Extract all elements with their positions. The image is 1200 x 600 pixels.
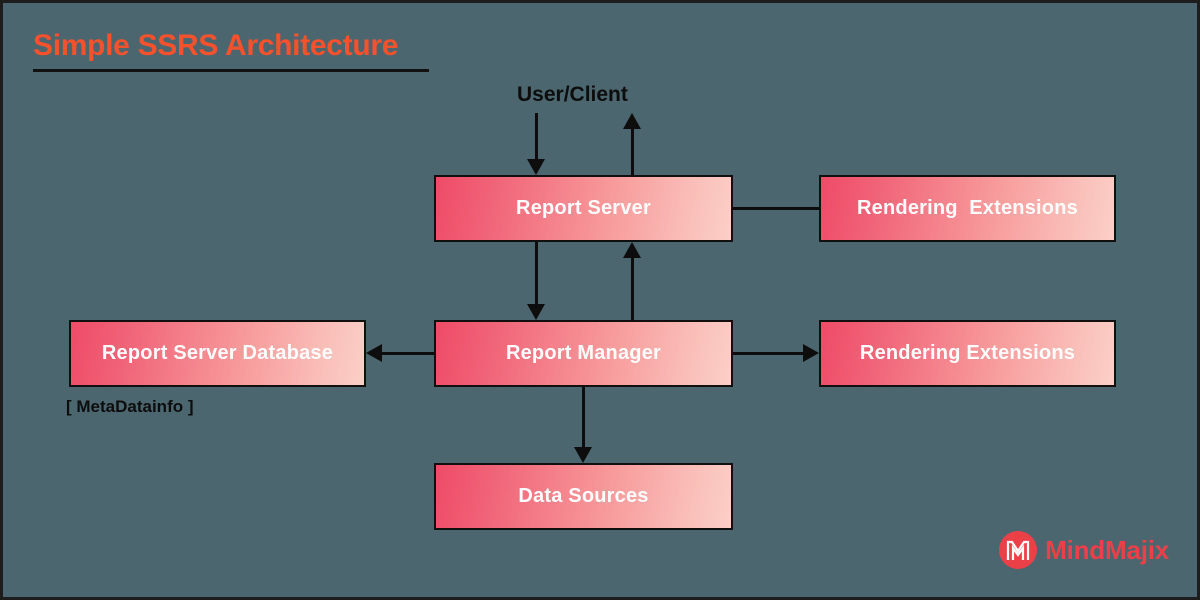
- connector-user-to-report-server: [535, 113, 538, 159]
- arrowhead-report-manager-to-rendering: [803, 344, 819, 362]
- connector-report-manager-to-rendering: [733, 352, 803, 355]
- node-report-server[interactable]: Report Server: [434, 175, 733, 242]
- title-block: Simple SSRS Architecture: [33, 29, 433, 72]
- brand-name: MindMajix: [1045, 534, 1169, 565]
- node-rendering-extensions-top[interactable]: Rendering Extensions: [819, 175, 1116, 242]
- node-report-server-database-label: Report Server Database: [101, 342, 334, 364]
- arrowhead-user-to-report-server: [527, 159, 545, 175]
- node-report-server-label: Report Server: [516, 197, 651, 219]
- arrowhead-report-manager-to-database: [366, 344, 382, 362]
- mindmajix-monogram-icon: [999, 531, 1038, 569]
- node-rendering-extensions-bottom[interactable]: Rendering Extensions: [819, 320, 1116, 387]
- arrowhead-report-server-to-report-manager: [527, 304, 545, 320]
- connector-report-manager-to-report-server: [631, 258, 634, 320]
- node-report-manager-label: Report Manager: [505, 342, 662, 364]
- node-data-sources[interactable]: Data Sources: [434, 463, 733, 530]
- page-title: Simple SSRS Architecture: [33, 29, 399, 62]
- node-report-server-database[interactable]: Report Server Database: [69, 320, 366, 387]
- arrowhead-report-manager-to-report-server: [623, 242, 641, 258]
- node-rendering-extensions-bottom-label: Rendering Extensions: [859, 342, 1076, 364]
- user-client-label: User/Client: [517, 83, 628, 106]
- connector-report-server-to-user: [631, 129, 634, 175]
- connector-report-server-to-report-manager: [535, 242, 538, 304]
- node-report-manager[interactable]: Report Manager: [434, 320, 733, 387]
- connector-report-server-to-rendering-top: [733, 207, 819, 210]
- title-underline: [33, 69, 429, 72]
- node-rendering-extensions-top-label: Rendering Extensions: [857, 197, 1078, 219]
- connector-report-manager-to-data-sources: [582, 387, 585, 447]
- connector-report-manager-to-database: [382, 352, 434, 355]
- metadata-info-label: [ MetaDatainfo ]: [66, 397, 194, 416]
- node-data-sources-label: Data Sources: [518, 485, 649, 507]
- arrowhead-report-server-to-user: [623, 113, 641, 129]
- arrowhead-report-manager-to-data-sources: [574, 447, 592, 463]
- brand-logo: MindMajix: [999, 531, 1169, 569]
